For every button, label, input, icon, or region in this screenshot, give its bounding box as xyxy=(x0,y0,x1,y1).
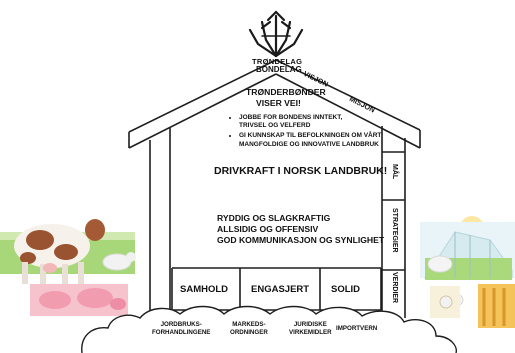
pigs-illustration xyxy=(30,284,128,316)
foundation-item-line-2: ORDNINGER xyxy=(230,329,268,336)
chickens-illustration xyxy=(430,286,460,318)
foundation-cloud xyxy=(81,305,457,353)
mission-bullet-line-1: JOBBE FOR BONDENS INNTEKT, xyxy=(239,114,343,121)
side-label-strategies: STRATEGIER xyxy=(391,208,398,253)
value-engasjert: ENGASJERT xyxy=(251,284,310,295)
foundation-item: JURIDISKE VIRKEMIDLER xyxy=(289,321,332,337)
sheep-illustration xyxy=(102,252,136,271)
value-samhold: SAMHOLD xyxy=(180,284,229,295)
foundation-item-line-2: FORHANDLINGENE xyxy=(152,329,211,336)
side-label-values: VERDIER xyxy=(391,272,398,304)
side-label-goal: MÅL xyxy=(391,164,398,180)
mission-bullet-line-2: TRIVSEL OG VELFERD xyxy=(239,122,311,130)
wheat-field-illustration xyxy=(478,284,515,328)
mission-bullet-line-2: MANGFOLDIGE OG INNOVATIVE LANDBRUK xyxy=(239,140,379,148)
vision-line-2: VISER VEI! xyxy=(256,98,301,108)
strategy-item: GOD KOMMUNIKASJON OG SYNLIGHET xyxy=(217,235,385,245)
strategy-item: RYDDIG OG SLAGKRAFTIG xyxy=(217,213,331,223)
goal-text: DRIVKRAFT I NORSK LANDBRUK! xyxy=(214,165,388,177)
logo-line-1: TRØNDELAG xyxy=(252,57,303,66)
farm-scene-right xyxy=(420,216,515,328)
mission-bullet: JOBBE FOR BONDENS INNTEKT, TRIVSEL OG VE… xyxy=(239,114,381,130)
foundation-item-line-1: JORDBRUKS- xyxy=(160,321,202,328)
foundation-item: MARKEDS- ORDNINGER xyxy=(230,321,268,337)
mission-bullet-line-1: GI KUNNSKAP TIL BEFOLKNINGEN OM VÅRT xyxy=(239,132,382,140)
value-solid: SOLID xyxy=(331,284,361,295)
vision-line-1: TRØNDERBØNDER xyxy=(246,87,326,97)
foundation-item: IMPORTVERN xyxy=(336,325,377,333)
foundation-item-line-2: VIRKEMIDLER xyxy=(289,329,332,336)
cow-illustration xyxy=(14,219,105,284)
strategy-item: ALLSIDIG OG OFFENSIV xyxy=(217,224,319,234)
foundation-item: JORDBRUKS- FORHANDLINGENE xyxy=(152,321,210,337)
farm-scene-left xyxy=(0,210,136,320)
foundation-item-line-1: MARKEDS- xyxy=(232,321,266,328)
strategies-list: RYDDIG OG SLAGKRAFTIG ALLSIDIG OG OFFENS… xyxy=(217,213,384,246)
mission-bullet-list: JOBBE FOR BONDENS INNTEKT, TRIVSEL OG VE… xyxy=(229,114,381,151)
foundation-item-line-1: IMPORTVERN xyxy=(336,325,378,332)
foundation-item-line-1: JURIDISKE xyxy=(293,321,327,328)
wheat-sheaf-icon xyxy=(248,10,304,58)
logo-line-2: BONDELAG xyxy=(256,65,302,74)
greenhouse-illustration xyxy=(454,232,491,278)
mission-bullet: GI KUNNSKAP TIL BEFOLKNINGEN OM VÅRT MAN… xyxy=(239,132,381,148)
